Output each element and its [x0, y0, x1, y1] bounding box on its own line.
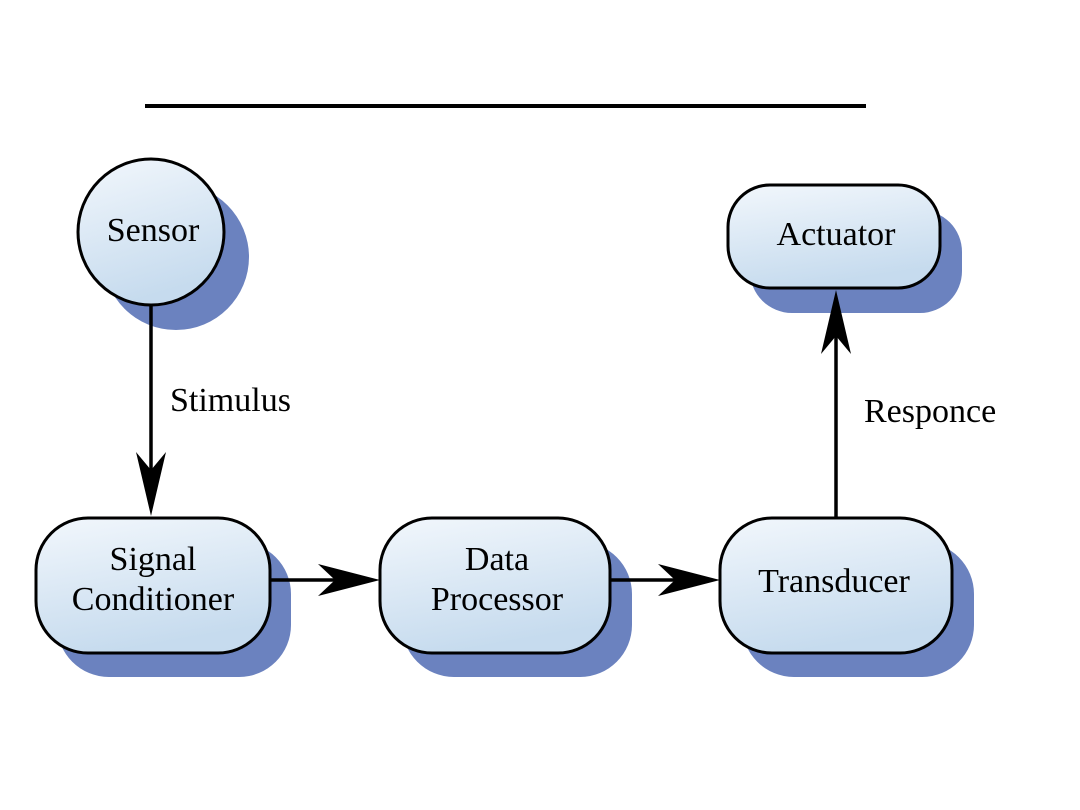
data-processor-node: Data Processor [378, 516, 632, 677]
edge-stimulus: Stimulus [136, 305, 291, 516]
arrow-right-icon [318, 564, 380, 596]
sensor-node: Sensor [76, 157, 249, 330]
data-processor-node-body [378, 516, 612, 655]
signal-conditioner-node-body [34, 516, 272, 655]
actuator-node-body [726, 183, 942, 290]
response-label: Responce [864, 393, 996, 430]
signal-conditioner-label-line2: Conditioner [72, 581, 235, 618]
arrow-right-icon [658, 564, 720, 596]
arrow-up-icon [821, 290, 851, 354]
signal-conditioner-label-line1: Signal [110, 541, 197, 578]
actuator-node: Actuator [726, 183, 962, 313]
arrow-down-icon [136, 452, 166, 516]
transducer-label: Transducer [758, 563, 910, 600]
data-processor-label-line2: Processor [431, 581, 564, 618]
stimulus-label: Stimulus [170, 382, 291, 419]
sensor-label: Sensor [107, 212, 200, 249]
signal-conditioner-node: Signal Conditioner [34, 516, 291, 677]
data-processor-label-line1: Data [465, 541, 529, 578]
transducer-node: Transducer [718, 516, 974, 677]
edge-response: Responce [821, 290, 996, 518]
edge-conditioner-to-processor [270, 564, 380, 596]
edge-processor-to-transducer [610, 564, 720, 596]
actuator-label: Actuator [777, 216, 897, 253]
